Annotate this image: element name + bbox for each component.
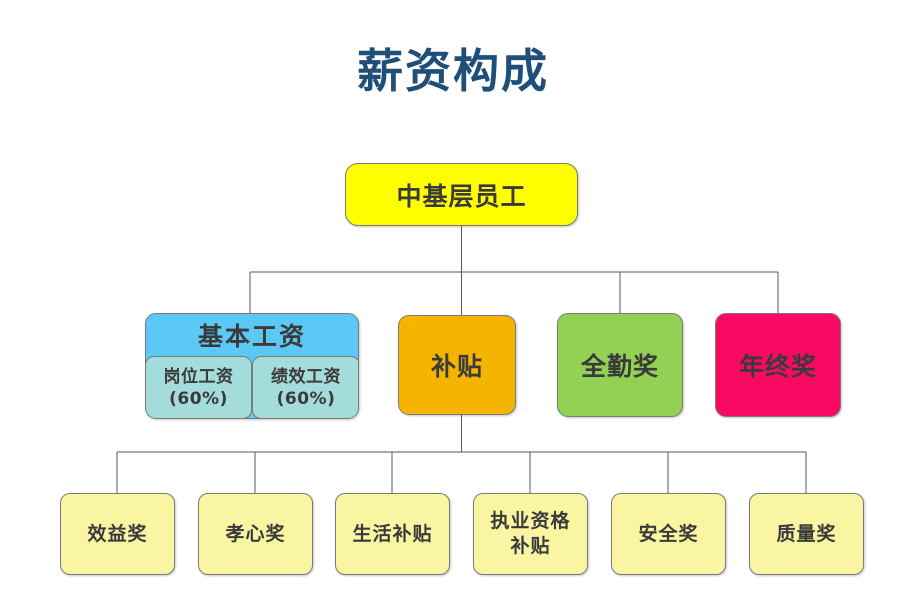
node-leaf-2-line1: 孝心奖 <box>225 522 286 545</box>
node-performance-salary[interactable]: 绩效工资 (60%) <box>252 356 358 418</box>
node-leaf-performance-award[interactable]: 效益奖 <box>60 493 175 575</box>
node-allowance-label: 补贴 <box>430 352 483 381</box>
node-attendance-bonus-label: 全勤奖 <box>580 352 659 381</box>
node-leaf-safety-award[interactable]: 安全奖 <box>611 493 726 575</box>
node-yearend-bonus-label: 年终奖 <box>738 352 817 381</box>
node-allowance[interactable]: 补贴 <box>398 315 516 415</box>
node-root-label: 中基层员工 <box>396 181 527 211</box>
node-leaf-living-allowance[interactable]: 生活补贴 <box>335 493 450 575</box>
node-basic-salary-group[interactable]: 基本工资 岗位工资 (60%) 绩效工资 (60%) <box>145 313 359 419</box>
node-basic-salary-label: 基本工资 <box>197 322 306 351</box>
page-title: 薪资构成 <box>357 44 549 98</box>
node-root-employee[interactable]: 中基层员工 <box>345 163 578 226</box>
node-leaf-3-line1: 生活补贴 <box>352 522 433 545</box>
node-leaf-filial-award[interactable]: 孝心奖 <box>198 493 313 575</box>
node-performance-salary-line2: (60%) <box>276 388 336 409</box>
node-attendance-bonus[interactable]: 全勤奖 <box>557 313 683 417</box>
node-leaf-4-line2: 补贴 <box>510 535 551 557</box>
node-performance-salary-line1: 绩效工资 <box>271 366 341 387</box>
node-leaf-qualification-allowance[interactable]: 执业资格 补贴 <box>473 493 588 575</box>
node-position-salary-line1: 岗位工资 <box>163 366 234 387</box>
node-position-salary[interactable]: 岗位工资 (60%) <box>146 356 252 418</box>
node-leaf-5-line1: 安全奖 <box>638 522 699 545</box>
node-leaf-6-line1: 质量奖 <box>776 522 837 545</box>
node-position-salary-line2: (60%) <box>169 388 228 409</box>
node-leaf-quality-award[interactable]: 质量奖 <box>749 493 864 575</box>
node-yearend-bonus[interactable]: 年终奖 <box>715 313 841 417</box>
node-leaf-1-line1: 效益奖 <box>87 522 148 545</box>
node-leaf-4-line1: 执业资格 <box>490 510 571 532</box>
